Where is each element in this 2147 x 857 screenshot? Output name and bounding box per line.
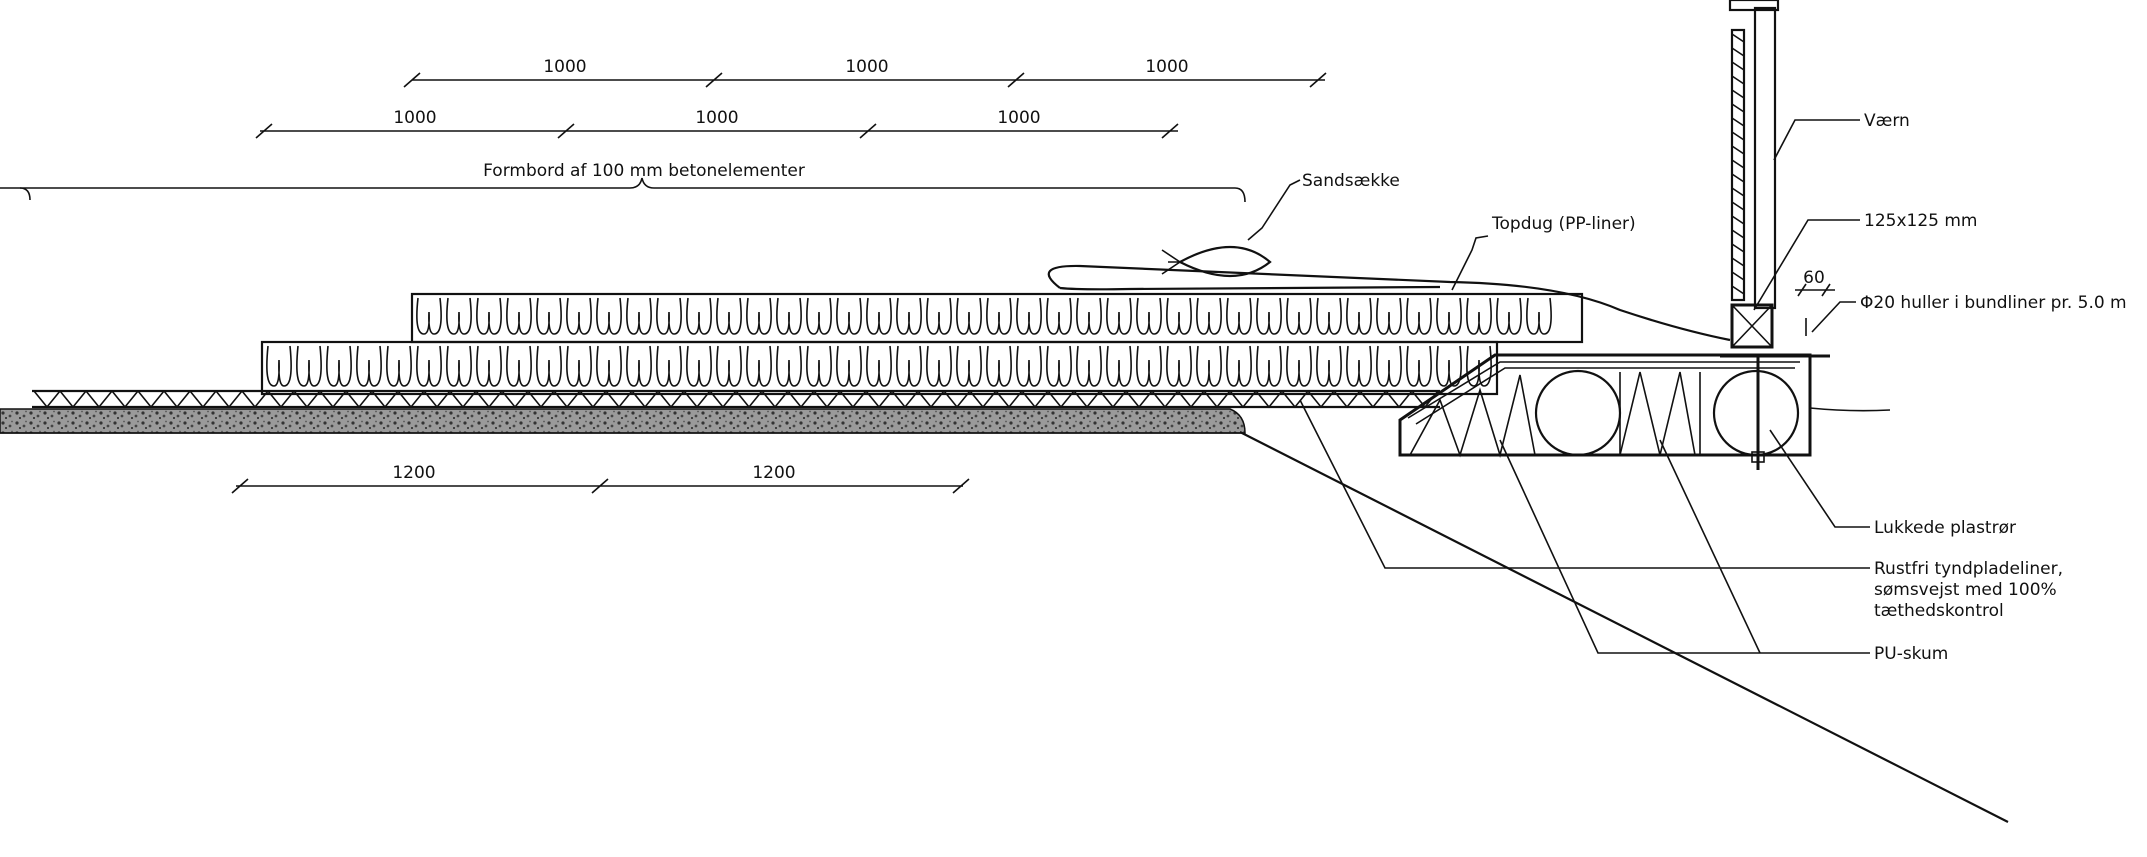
pipes-label: Lukkede plastrør bbox=[1874, 518, 2016, 538]
dim-bottom-2: 1200 bbox=[752, 463, 795, 483]
dimension-row-bottom: 1200 1200 bbox=[231, 463, 970, 494]
dim-bottom-1: 1200 bbox=[392, 463, 435, 483]
concrete-elements-upper-row bbox=[410, 292, 1584, 344]
rustfri-leader bbox=[1299, 399, 1870, 569]
dimension-row-second: 1000 1000 1000 bbox=[255, 108, 1179, 139]
dim-second-1: 1000 bbox=[393, 108, 436, 128]
post-size-label: 125x125 mm bbox=[1864, 211, 1977, 231]
post-gap-value: 60 bbox=[1803, 268, 1825, 288]
pu-leader-left bbox=[1499, 439, 1870, 654]
dim-top-2: 1000 bbox=[845, 57, 888, 77]
vaern-label: Værn bbox=[1864, 111, 1910, 131]
topdug-label: Topdug (PP-liner) bbox=[1491, 214, 1636, 234]
base-zigzag-layer bbox=[32, 389, 1440, 409]
dim-second-2: 1000 bbox=[695, 108, 738, 128]
concrete-elements-lower-row bbox=[260, 340, 1499, 396]
formbord-brace: Formbord af 100 mm betonelementer bbox=[0, 161, 1246, 203]
rustfri-label-3: tæthedskontrol bbox=[1874, 601, 2004, 621]
dim-second-3: 1000 bbox=[997, 108, 1040, 128]
pu-label: PU-skum bbox=[1874, 644, 1948, 664]
holes-label: Φ20 huller i bundliner pr. 5.0 m bbox=[1860, 293, 2127, 313]
top-liner: Topdug (PP-liner) bbox=[1047, 214, 1731, 342]
vaern-leader bbox=[1773, 119, 1860, 161]
pipes-leader bbox=[1769, 429, 1870, 528]
post-gap-dimension: 60 bbox=[1795, 268, 1835, 336]
formbord-label: Formbord af 100 mm betonelementer bbox=[483, 161, 805, 181]
embankment-slope bbox=[1239, 431, 2009, 823]
holes-leader bbox=[1811, 301, 1856, 333]
dim-top-1: 1000 bbox=[543, 57, 586, 77]
pu-leader-right bbox=[1659, 439, 1761, 654]
post-size-leader bbox=[1753, 219, 1860, 311]
liner-box bbox=[1398, 353, 1812, 470]
dimension-row-top: 1000 1000 1000 bbox=[403, 57, 1327, 88]
ground-line-right bbox=[1809, 407, 1891, 412]
rustfri-label-1: Rustfri tyndpladeliner, bbox=[1874, 559, 2063, 579]
sandbag-label: Sandsække bbox=[1302, 171, 1400, 191]
railing-post bbox=[1720, 0, 1830, 358]
rustfri-label-2: sømsvejst med 100% bbox=[1874, 580, 2057, 600]
dim-top-3: 1000 bbox=[1145, 57, 1188, 77]
gravel-bed bbox=[0, 408, 1246, 434]
sandbag: Sandsække bbox=[1161, 171, 1400, 277]
